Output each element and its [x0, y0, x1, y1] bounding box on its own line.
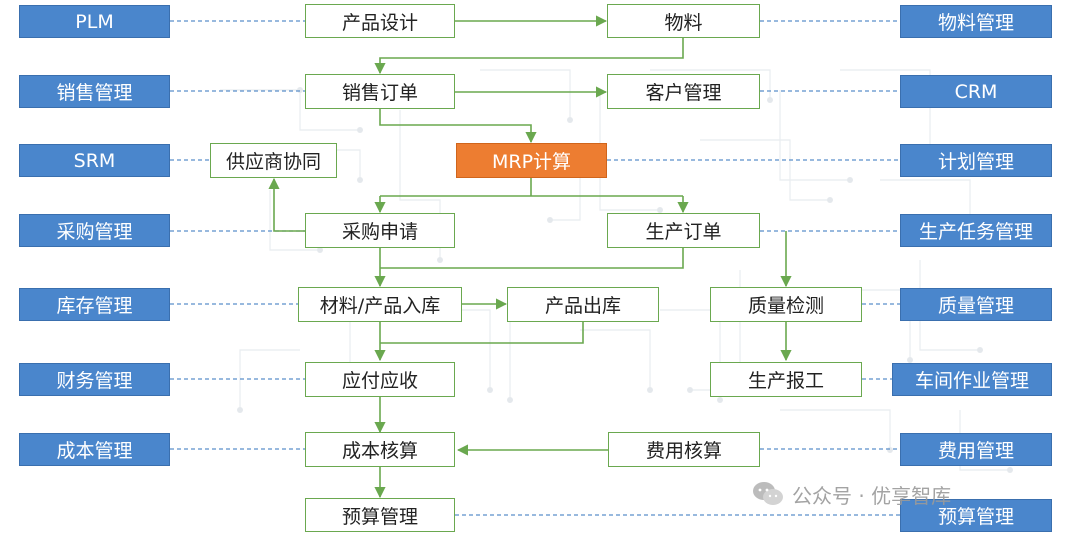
step-sales-order[interactable]: 销售订单: [305, 74, 455, 109]
step-purchase-request[interactable]: 采购申请: [305, 213, 455, 248]
module-material-management[interactable]: 物料管理: [900, 5, 1052, 38]
step-quality-check[interactable]: 质量检测: [710, 287, 862, 322]
step-production-report[interactable]: 生产报工: [710, 362, 862, 397]
step-cost-accounting[interactable]: 成本核算: [305, 432, 455, 467]
step-product-outbound[interactable]: 产品出库: [507, 287, 659, 322]
solid-flow-arrows: [268, 15, 792, 499]
step-production-order[interactable]: 生产订单: [607, 213, 760, 248]
module-inventory-management[interactable]: 库存管理: [19, 288, 170, 321]
module-production-task-management[interactable]: 生产任务管理: [900, 214, 1052, 247]
module-budget-management[interactable]: 预算管理: [900, 499, 1052, 532]
step-payable-receivable[interactable]: 应付应收: [305, 362, 455, 397]
wechat-icon: [753, 482, 783, 505]
module-plm[interactable]: PLM: [19, 5, 170, 38]
step-customer-management[interactable]: 客户管理: [607, 74, 760, 109]
module-quality-management[interactable]: 质量管理: [900, 288, 1052, 321]
step-mrp-calculation[interactable]: MRP计算: [456, 143, 607, 178]
watermark-text: 公众号 · 优享智库: [792, 483, 952, 508]
module-sales-management[interactable]: 销售管理: [19, 75, 170, 108]
step-material[interactable]: 物料: [607, 4, 760, 38]
module-crm[interactable]: CRM: [900, 75, 1052, 108]
module-planning-management[interactable]: 计划管理: [900, 144, 1052, 177]
module-srm[interactable]: SRM: [19, 144, 170, 177]
step-material-inbound[interactable]: 材料/产品入库: [298, 287, 462, 322]
module-expense-management[interactable]: 费用管理: [900, 433, 1052, 466]
watermark: 公众号 · 优享智库: [752, 476, 951, 512]
module-cost-management[interactable]: 成本管理: [19, 433, 170, 466]
step-product-design[interactable]: 产品设计: [305, 4, 455, 38]
module-finance-management[interactable]: 财务管理: [19, 363, 170, 396]
module-workshop-management[interactable]: 车间作业管理: [892, 363, 1052, 396]
step-supplier-collaboration[interactable]: 供应商协同: [210, 143, 337, 178]
step-expense-accounting[interactable]: 费用核算: [608, 432, 760, 467]
module-purchase-management[interactable]: 采购管理: [19, 214, 170, 247]
step-budget-management[interactable]: 预算管理: [305, 498, 455, 532]
dashed-module-links: [170, 20, 900, 516]
